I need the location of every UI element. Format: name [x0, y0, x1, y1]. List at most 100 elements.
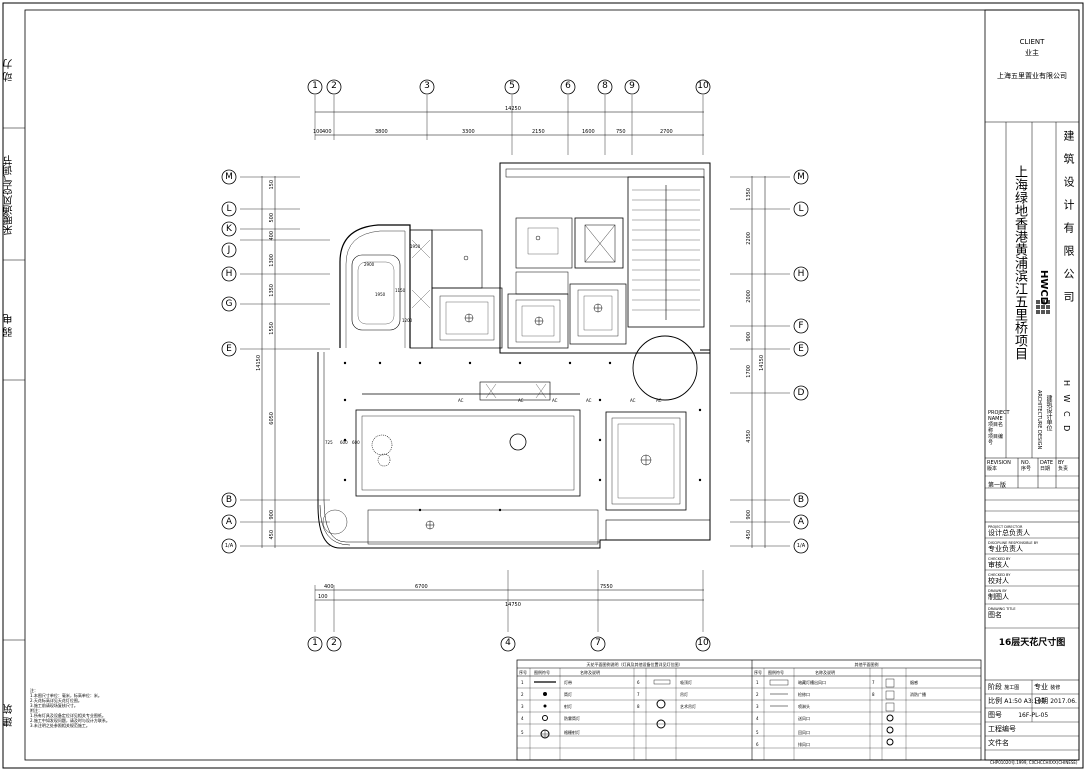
axis-label-left: G: [225, 299, 233, 309]
dim-top: 2150: [532, 129, 545, 135]
legend-right-title: 其他平面图例: [854, 662, 879, 667]
dim-inner: AC: [656, 398, 662, 403]
legend-item-no: 2: [521, 692, 524, 697]
legend-item-no: 1: [756, 680, 759, 685]
legend-item-name: 烟感: [910, 680, 918, 685]
dim-top: 400: [322, 129, 332, 135]
axis-label-right: E: [798, 344, 804, 354]
dim-right-total: 14150: [759, 355, 765, 371]
axis-label-left: L: [226, 204, 232, 214]
dim-inner: 600: [352, 440, 360, 445]
file-name: 文件名: [988, 739, 1009, 747]
axis-label-bottom: 7: [595, 638, 601, 648]
axis-label-bottom: 2: [331, 638, 337, 648]
role-label-cn: 专业负责人: [988, 545, 1023, 553]
dim-inner: 1950: [375, 292, 386, 297]
role-label-en: DRAWING TITLE: [988, 607, 1016, 611]
axis-label-top: 3: [424, 81, 430, 91]
axis-bubbles: [221, 79, 809, 652]
legend-col-no: 序号: [754, 670, 762, 675]
dim-top: 100: [313, 129, 323, 135]
axis-label-top: 5: [509, 81, 515, 91]
role-label-cn: 设计总负责人: [988, 529, 1030, 537]
project-number: 工程编号: [988, 725, 1016, 733]
dim-inner: 600: [340, 440, 348, 445]
legend-item-name: 排风口: [798, 742, 810, 747]
dim-inner: AC: [458, 398, 464, 403]
footer-code: CHP01020号.1999, CXCHCCHXXX(CHINESE): [990, 760, 1078, 765]
legend-item-name: 防雾筒灯: [564, 716, 580, 721]
dim-top: 3800: [375, 129, 388, 135]
axis-label-right: A: [797, 517, 805, 527]
axis-label-left: E: [226, 344, 232, 354]
axis-label-right: L: [798, 204, 804, 214]
note-line: 3.未注明之处参照相关规范施工。: [30, 723, 90, 728]
legend-item-no: 6: [756, 742, 759, 747]
dim-inner: 1150: [395, 288, 406, 293]
designer-logo-text: HWCD: [1038, 270, 1049, 306]
legend-item-no: 7: [872, 680, 875, 685]
downlight-icon: [343, 361, 702, 512]
legend-item-no: 1: [521, 680, 524, 685]
axis-label-top: 1: [312, 81, 318, 91]
dim-left: 400: [269, 231, 275, 241]
legend-item-no: 6: [637, 680, 640, 685]
axis-label-right: M: [797, 172, 805, 182]
legend-item-name: 送风口: [798, 716, 810, 721]
client-name: 上海五里置业有限公司: [997, 72, 1067, 80]
legend-item-name: 吸顶灯: [680, 680, 692, 685]
dim-right: 2000: [746, 290, 752, 303]
dim-right: 4350: [746, 430, 752, 443]
dim-inner: 725: [325, 440, 333, 445]
legend-table: [516, 659, 982, 761]
note-line: 2.天花标高详见天花灯位图。: [30, 698, 82, 703]
axis-label-top: 10: [697, 81, 709, 91]
project-name-label: PROJECT NAME 项目名称 项目编号: [988, 410, 1010, 446]
dim-left: 1350: [269, 284, 275, 297]
legend-item-no: 3: [521, 704, 524, 709]
axis-label-right: 1/A: [796, 543, 806, 549]
legend-item-no: 2: [756, 692, 759, 697]
dim-bottom-total: 14750: [505, 602, 521, 608]
role-label-en: DRAWN BY: [988, 589, 1007, 593]
scale: 比例 A1:50 A3:100: [988, 697, 1046, 705]
hwcd-logo-icon: [1036, 300, 1050, 314]
dim-left-total: 14150: [256, 355, 262, 371]
dim-inner: AC: [630, 398, 636, 403]
dim-left: 900: [269, 510, 275, 520]
revision-no: NO.序号: [1021, 460, 1032, 472]
dim-top-total: 14250: [505, 106, 521, 112]
axis-label-right: B: [797, 495, 805, 505]
dim-left: 1300: [269, 254, 275, 267]
client-label-cn: 业主: [1025, 49, 1039, 57]
axis-label-top: 9: [629, 81, 635, 91]
role-label-en: CHECKED BY: [988, 557, 1011, 561]
axis-label-right: D: [797, 388, 805, 398]
project-name: 上海绿地香港黄浦滨江五里桥项目: [1012, 165, 1027, 360]
axis-label-left: 1/A: [224, 543, 234, 549]
legend-item-no: 5: [756, 730, 759, 735]
dim-top: 2700: [660, 129, 673, 135]
legend-col-name: 名称及说明: [580, 670, 600, 675]
designer-short: H W C D: [1062, 380, 1071, 435]
legend-item-name: 艺术吊灯: [680, 704, 696, 709]
axis-label-left: B: [225, 495, 233, 505]
axis-label-left: A: [225, 517, 233, 527]
axis-label-top: 6: [565, 81, 571, 91]
dim-right: 900: [746, 510, 752, 520]
dim-top: 750: [616, 129, 626, 135]
light-fixture-icon: [371, 235, 652, 530]
role-label-en: PROJECT DIRECTOR: [988, 525, 1023, 529]
legend-item-no: 5: [521, 730, 524, 735]
dim-right: 1700: [746, 365, 752, 378]
axis-label-bottom: 1: [312, 638, 318, 648]
dim-inner: 1950: [410, 244, 421, 249]
dim-left: 6050: [269, 412, 275, 425]
axis-label-bottom: 10: [697, 638, 709, 648]
role-label-cn: 审核人: [988, 561, 1009, 569]
dim-right: 450: [746, 530, 752, 540]
side-label-weak-current: 弱 电: [4, 313, 15, 337]
role-label-cn: 图名: [988, 611, 1002, 619]
